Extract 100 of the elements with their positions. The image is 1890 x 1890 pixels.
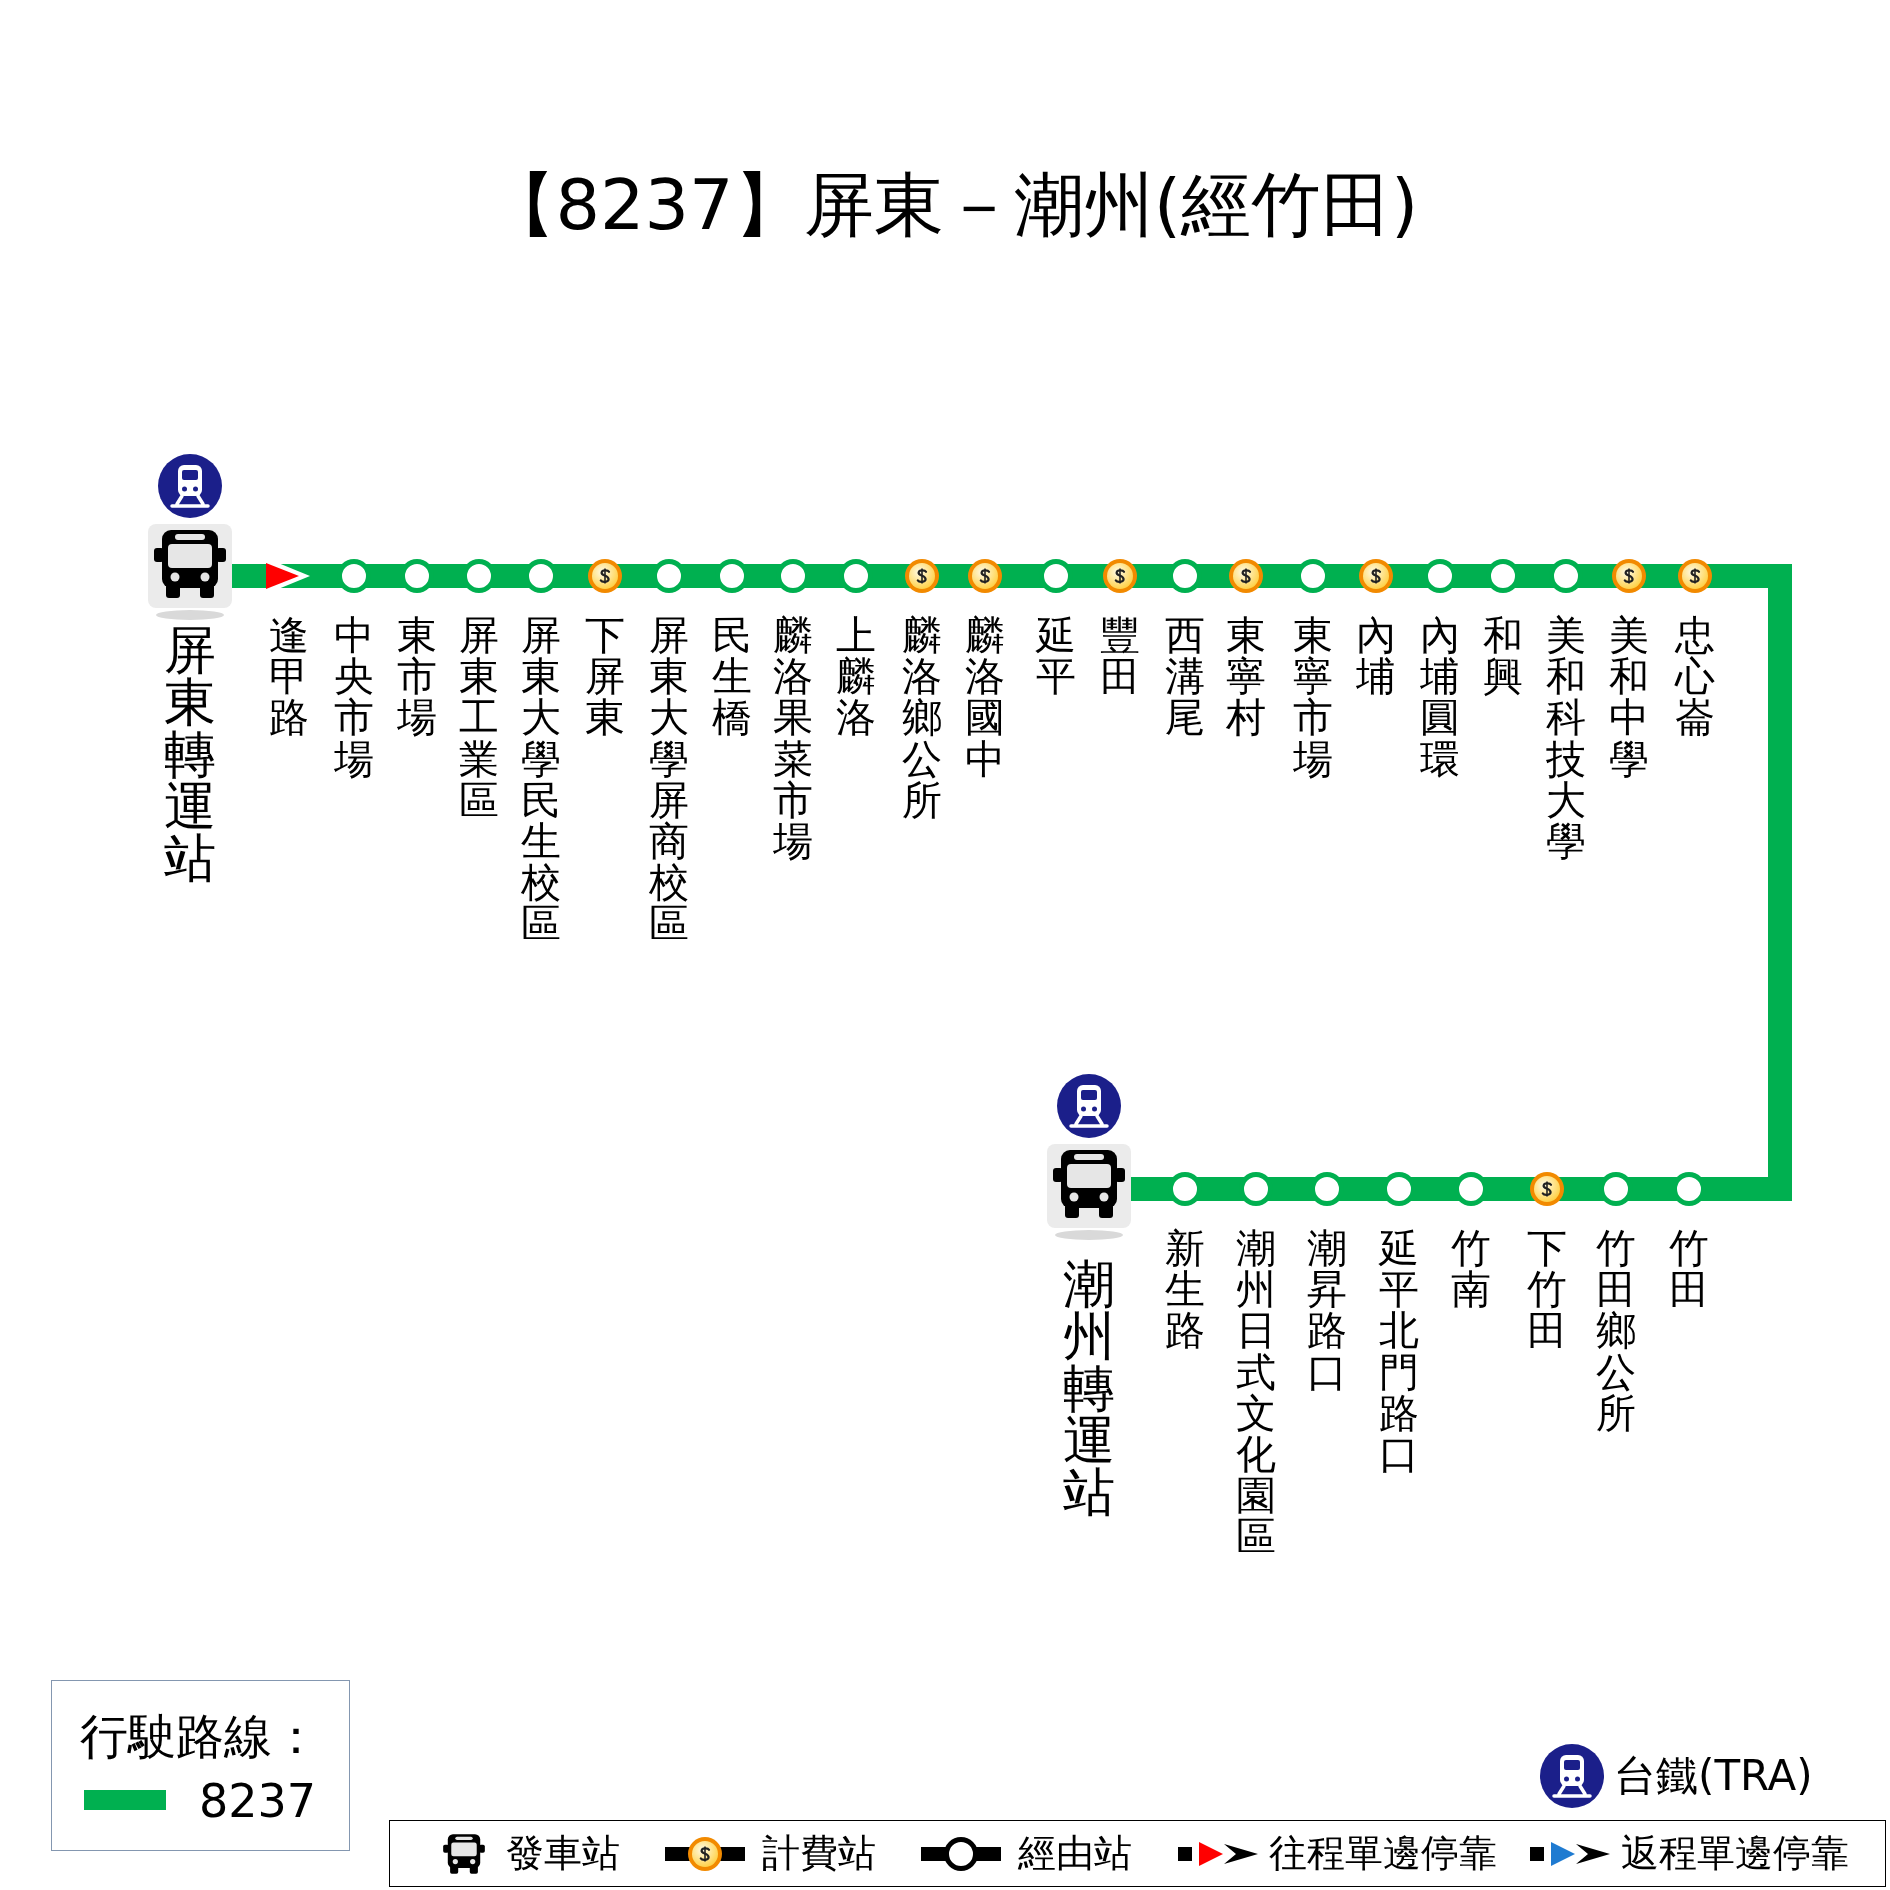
stop-name: 美和科技大學 xyxy=(1545,615,1587,863)
stop-name: 下竹田 xyxy=(1526,1228,1568,1352)
route-line xyxy=(1345,1177,1381,1201)
stop-name: 麟洛鄉公所 xyxy=(901,615,943,821)
stop-name: 內埔圓環 xyxy=(1419,615,1461,780)
route-line xyxy=(623,564,651,588)
stop-name: 中央市場 xyxy=(333,615,375,780)
legend-label: 經由站 xyxy=(1018,1831,1132,1877)
stop-name: 屏東大學屏商校區 xyxy=(648,615,690,945)
title: 【8237】屏東－潮州(經竹田) xyxy=(485,163,1419,247)
stop-circle-icon xyxy=(1381,1171,1417,1207)
route-line xyxy=(372,564,399,588)
stop-circle-icon xyxy=(1238,1171,1274,1207)
route-line xyxy=(1584,564,1611,588)
coin-icon xyxy=(1228,558,1264,594)
bus-icon xyxy=(1047,1144,1131,1242)
terminal-name: 屏東轉運站 xyxy=(163,624,217,884)
stop-circle-icon xyxy=(1453,1171,1489,1207)
legend-label: 8237 xyxy=(199,1774,317,1830)
stop-name: 潮昇路口 xyxy=(1306,1228,1348,1393)
stop-name: 麟洛國中 xyxy=(964,615,1006,780)
coin-icon xyxy=(1102,558,1138,594)
stop-circle-icon xyxy=(1167,1171,1203,1207)
stop-circle-icon xyxy=(1295,558,1331,594)
legend-label: 發車站 xyxy=(506,1831,620,1877)
coin-icon xyxy=(1677,558,1713,594)
stop-name: 竹田鄉公所 xyxy=(1595,1228,1637,1434)
legend-label: 返程單邊停靠 xyxy=(1621,1831,1849,1877)
route-line xyxy=(1458,564,1485,588)
stop-circle-icon xyxy=(775,558,811,594)
stop-name: 逢甲路 xyxy=(268,615,310,739)
bus-icon xyxy=(148,524,232,622)
coin-icon xyxy=(1358,558,1394,594)
route-line xyxy=(874,564,904,588)
stop-circle-icon xyxy=(714,558,750,594)
route-line xyxy=(1003,564,1038,588)
route-line xyxy=(750,564,775,588)
route-line xyxy=(1521,564,1548,588)
route-line xyxy=(435,564,461,588)
stop-name: 忠心崙 xyxy=(1673,615,1716,739)
route-line xyxy=(1331,564,1358,588)
stop-circle-icon xyxy=(336,558,372,594)
route-line xyxy=(1138,564,1167,588)
stop-name: 麟洛果菜市場 xyxy=(772,615,814,863)
stop-name: 和興 xyxy=(1482,615,1524,698)
terminal-name: 潮州轉運站 xyxy=(1062,1258,1116,1518)
coin-icon xyxy=(587,558,623,594)
coin-icon xyxy=(967,558,1003,594)
route-line xyxy=(232,564,266,588)
stop-name: 屏東大學民生校區 xyxy=(520,615,562,945)
route-line xyxy=(940,564,967,588)
stop-name: 東市場 xyxy=(396,615,438,739)
route-line xyxy=(1707,564,1792,1201)
coin-icon xyxy=(904,558,940,594)
stop-circle-icon xyxy=(838,558,874,594)
stop-circle-icon xyxy=(1038,558,1074,594)
stop-circle-icon xyxy=(1422,558,1458,594)
coin-icon xyxy=(1529,1171,1565,1207)
stop-name: 下屏東 xyxy=(584,615,626,739)
stop-circle-icon xyxy=(1485,558,1521,594)
legend-heading: 行駛路線： xyxy=(80,1708,320,1766)
stop-name: 豐田 xyxy=(1099,615,1141,698)
route-line xyxy=(1634,1177,1671,1201)
route-line xyxy=(559,564,587,588)
route-line xyxy=(497,564,523,588)
stop-name: 潮州日式文化園區 xyxy=(1235,1228,1277,1558)
route-line xyxy=(1489,1177,1529,1201)
stop-name: 新生路 xyxy=(1164,1228,1206,1352)
stop-name: 東寧村 xyxy=(1225,615,1267,739)
stop-name: 東寧市場 xyxy=(1292,615,1334,780)
stop-circle-icon xyxy=(1548,558,1584,594)
route-line xyxy=(687,564,714,588)
route-line xyxy=(1274,1177,1309,1201)
stop-circle-icon xyxy=(1167,558,1203,594)
stop-circle-icon xyxy=(651,558,687,594)
route-line xyxy=(811,564,838,588)
coin-icon xyxy=(1611,558,1647,594)
route-line xyxy=(1203,1177,1238,1201)
stop-name: 美和中學 xyxy=(1608,615,1650,780)
stop-name: 竹田 xyxy=(1668,1228,1710,1311)
stop-circle-icon xyxy=(399,558,435,594)
stop-name: 西溝尾 xyxy=(1164,615,1206,739)
stop-name: 上麟洛 xyxy=(835,615,877,739)
route-line xyxy=(1394,564,1422,588)
stop-circle-icon xyxy=(523,558,559,594)
route-line xyxy=(1131,1177,1167,1201)
route-line xyxy=(1417,1177,1453,1201)
stop-name: 民生橋 xyxy=(711,615,753,739)
stop-circle-icon xyxy=(1309,1171,1345,1207)
route-line xyxy=(1565,1177,1598,1201)
stop-name: 屏東工業區 xyxy=(458,615,500,821)
route-line xyxy=(1203,564,1228,588)
stop-name: 延平北門路口 xyxy=(1378,1228,1420,1476)
stop-circle-icon xyxy=(461,558,497,594)
stop-name: 內埔 xyxy=(1355,615,1397,698)
stop-name: 竹南 xyxy=(1450,1228,1492,1311)
legend-label: 計費站 xyxy=(762,1831,876,1877)
stop-circle-icon xyxy=(1598,1171,1634,1207)
legend-label: 台鐵(TRA) xyxy=(1614,1750,1813,1802)
stop-name: 延平 xyxy=(1035,615,1077,698)
